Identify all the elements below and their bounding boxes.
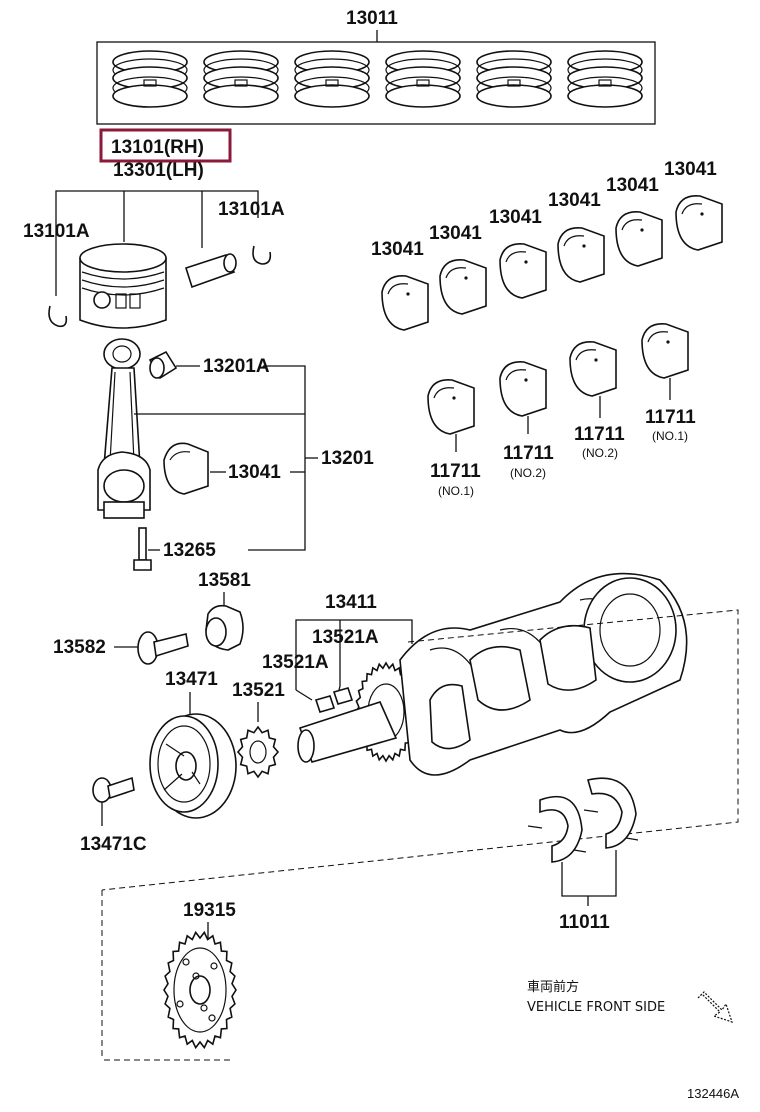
label-13101a-right[interactable]: 13101A bbox=[218, 199, 285, 220]
label-19315[interactable]: 19315 bbox=[183, 900, 236, 921]
bushing-13201a bbox=[148, 350, 178, 380]
label-13301-lh[interactable]: 13301(LH) bbox=[113, 160, 204, 181]
piston-ring bbox=[203, 50, 279, 108]
label-11711-1-sub: (NO.1) bbox=[438, 484, 474, 498]
main-bearing-11711 bbox=[427, 379, 475, 435]
label-13581[interactable]: 13581 bbox=[198, 570, 251, 591]
label-13471[interactable]: 13471 bbox=[165, 669, 218, 690]
piston-ring bbox=[294, 50, 370, 108]
crankshaft bbox=[297, 572, 688, 776]
label-13041-a[interactable]: 13041 bbox=[371, 239, 424, 260]
main-bearing-11711 bbox=[569, 341, 617, 397]
label-13471c[interactable]: 13471C bbox=[80, 834, 147, 855]
label-11011[interactable]: 11011 bbox=[559, 912, 610, 933]
piston bbox=[79, 243, 167, 329]
label-13101a-left[interactable]: 13101A bbox=[23, 221, 90, 242]
label-11711-3[interactable]: 11711 bbox=[574, 424, 625, 445]
label-13041-e[interactable]: 13041 bbox=[606, 175, 659, 196]
label-11711-2-sub: (NO.2) bbox=[510, 466, 546, 480]
rod-bolt-13265 bbox=[133, 527, 152, 571]
crank-pulley-13471 bbox=[149, 713, 237, 819]
thrust-washer-left bbox=[527, 795, 587, 863]
figure-code: 132446A bbox=[687, 1086, 739, 1101]
label-13201a[interactable]: 13201A bbox=[203, 356, 270, 377]
piston-ring bbox=[385, 50, 461, 108]
snap-ring-right bbox=[252, 245, 272, 265]
piston-ring bbox=[476, 50, 552, 108]
bolt-13471c bbox=[92, 776, 135, 803]
piston-ring bbox=[567, 50, 643, 108]
key-13521a-a bbox=[314, 695, 336, 713]
label-13411[interactable]: 13411 bbox=[325, 592, 377, 613]
label-11711-2[interactable]: 11711 bbox=[503, 443, 554, 464]
label-13041-d[interactable]: 13041 bbox=[548, 190, 601, 211]
main-bearing-13041 bbox=[381, 275, 429, 331]
label-11711-3-sub: (NO.2) bbox=[582, 446, 618, 460]
label-13521[interactable]: 13521 bbox=[232, 680, 285, 701]
rod-bearing-13041 bbox=[163, 442, 209, 495]
label-13582[interactable]: 13582 bbox=[53, 637, 106, 658]
main-bearing-13041 bbox=[499, 243, 547, 299]
piston-ring-set-13011: 13011 bbox=[96, 8, 656, 125]
highlight-box bbox=[99, 128, 232, 163]
key-13521a-b bbox=[332, 687, 354, 705]
washer-13581 bbox=[205, 604, 244, 651]
note-jp: 車両前方 bbox=[527, 979, 579, 995]
main-bearings-lower bbox=[427, 323, 689, 452]
main-bearing-13041 bbox=[675, 195, 723, 251]
label-11711-4[interactable]: 11711 bbox=[645, 407, 696, 428]
label-13041-c[interactable]: 13041 bbox=[489, 207, 542, 228]
label-13265[interactable]: 13265 bbox=[163, 540, 216, 561]
main-bearing-13041 bbox=[439, 259, 487, 315]
main-bearing-13041 bbox=[557, 227, 605, 283]
highlight-13101-rh[interactable]: 13101(RH) bbox=[99, 128, 232, 163]
main-bearing-11711 bbox=[641, 323, 689, 379]
bolt-13582 bbox=[137, 631, 189, 665]
label-13041-b[interactable]: 13041 bbox=[429, 223, 482, 244]
label-13521a-top[interactable]: 13521A bbox=[312, 627, 379, 648]
front-arrow-icon bbox=[697, 991, 733, 1023]
label-13011[interactable]: 13011 bbox=[346, 8, 398, 29]
main-bearing-11711 bbox=[499, 361, 547, 417]
label-13041-f[interactable]: 13041 bbox=[664, 159, 717, 180]
label-13521a-left[interactable]: 13521A bbox=[262, 652, 329, 673]
main-bearing-13041 bbox=[615, 211, 663, 267]
snap-ring-left bbox=[48, 305, 68, 328]
label-13201[interactable]: 13201 bbox=[321, 448, 374, 469]
main-bearings-upper bbox=[381, 195, 723, 331]
piston-ring bbox=[112, 50, 188, 108]
label-13041-rod[interactable]: 13041 bbox=[228, 462, 281, 483]
timing-sprocket-19315 bbox=[163, 930, 237, 1050]
label-13101-rh[interactable]: 13101(RH) bbox=[111, 137, 204, 158]
label-11711-1[interactable]: 11711 bbox=[430, 461, 481, 482]
piston-pin bbox=[184, 253, 237, 289]
crank-gear-13521 bbox=[236, 725, 280, 779]
thrust-washer-right bbox=[583, 777, 639, 849]
connecting-rod bbox=[97, 338, 151, 519]
label-11711-4-sub: (NO.1) bbox=[652, 429, 688, 443]
note-en: VEHICLE FRONT SIDE bbox=[527, 1000, 665, 1015]
